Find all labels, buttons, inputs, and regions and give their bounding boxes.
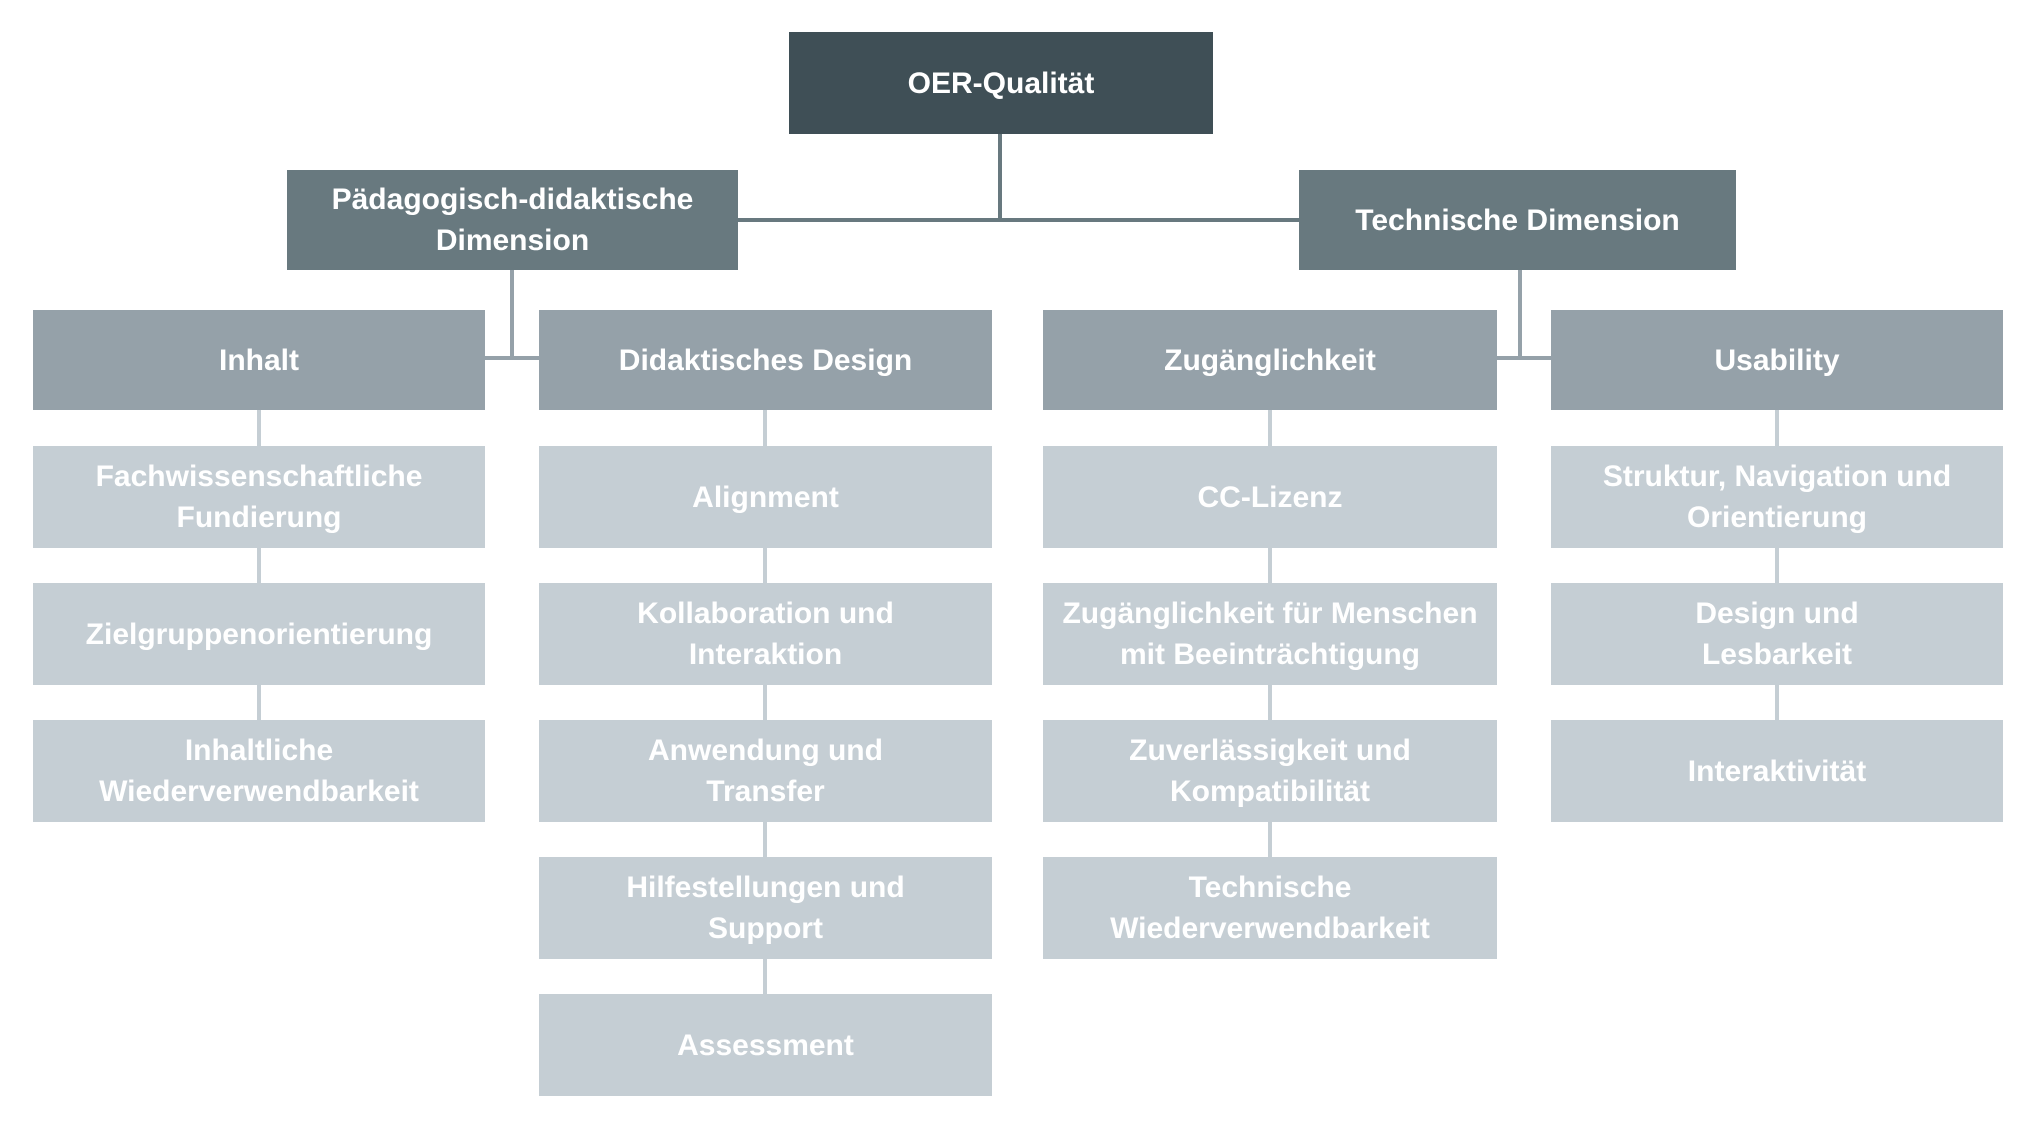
node-technische-dimension: Technische Dimension <box>1299 170 1736 270</box>
node-label: Interaktivität <box>1687 754 1867 788</box>
node-assessment: Assessment <box>539 994 992 1096</box>
node-label: Hilfestellungen und Support <box>626 871 905 945</box>
node-hilfestellungen-und-support: Hilfestellungen und Support <box>539 857 992 959</box>
node-zugaenglichkeit: Zugänglichkeit <box>1043 310 1497 410</box>
node-label: Pädagogisch-didaktische Dimension <box>331 183 694 257</box>
node-alignment: Alignment <box>539 446 992 548</box>
node-technische-wiederverwendbarkeit: Technische Wiederverwendbarkeit <box>1043 857 1497 959</box>
connector-column-didaktisches-design <box>763 410 767 996</box>
connector-technische-drop <box>1518 270 1522 360</box>
node-label: Zuverlässigkeit und Kompatibilität <box>1129 734 1411 808</box>
node-label: CC-Lizenz <box>1197 480 1343 514</box>
node-didaktisches-design: Didaktisches Design <box>539 310 992 410</box>
connector-column-usability <box>1775 410 1779 722</box>
node-oer-qualitaet: OER-Qualität <box>789 32 1213 134</box>
node-label: Inhaltliche Wiederverwendbarkeit <box>99 734 419 808</box>
node-anwendung-und-transfer: Anwendung und Transfer <box>539 720 992 822</box>
node-label: Kollaboration und Interaktion <box>637 597 894 671</box>
connector-column-inhalt <box>257 410 261 722</box>
node-label: Technische Wiederverwendbarkeit <box>1110 871 1430 945</box>
node-label: Struktur, Navigation und Orientierung <box>1602 460 1952 534</box>
connector-technische-branch <box>1497 356 1551 360</box>
node-kollaboration-und-interaktion: Kollaboration und Interaktion <box>539 583 992 685</box>
connector-paedagogisch-drop <box>510 270 514 360</box>
node-fachwissenschaftliche-fundierung: Fachwissenschaftliche Fundierung <box>33 446 485 548</box>
node-design-und-lesbarkeit: Design und Lesbarkeit <box>1551 583 2003 685</box>
node-usability: Usability <box>1551 310 2003 410</box>
node-label: Zugänglichkeit <box>1164 343 1376 377</box>
node-struktur-navigation-und-orientierung: Struktur, Navigation und Orientierung <box>1551 446 2003 548</box>
node-label: Usability <box>1714 343 1840 377</box>
node-label: Zielgruppenorientierung <box>85 617 433 651</box>
node-label: OER-Qualität <box>907 66 1095 100</box>
node-label: Zugänglichkeit für Menschen mit Beeinträ… <box>1062 597 1478 671</box>
node-label: Assessment <box>677 1028 854 1062</box>
connector-root-horizontal <box>738 218 1299 222</box>
node-zuverlaessigkeit-und-kompatibilitaet: Zuverlässigkeit und Kompatibilität <box>1043 720 1497 822</box>
node-zugaenglichkeit-fuer-menschen-mit-beeintraechtigung: Zugänglichkeit für Menschen mit Beeinträ… <box>1043 583 1497 685</box>
node-label: Technische Dimension <box>1355 203 1680 237</box>
node-label: Fachwissenschaftliche Fundierung <box>95 460 423 534</box>
node-label: Alignment <box>692 480 839 514</box>
node-zielgruppenorientierung: Zielgruppenorientierung <box>33 583 485 685</box>
node-cc-lizenz: CC-Lizenz <box>1043 446 1497 548</box>
node-interaktivitaet: Interaktivität <box>1551 720 2003 822</box>
node-inhalt: Inhalt <box>33 310 485 410</box>
node-label: Design und Lesbarkeit <box>1695 597 1859 671</box>
node-inhaltliche-wiederverwendbarkeit: Inhaltliche Wiederverwendbarkeit <box>33 720 485 822</box>
node-paedagogisch-didaktische-dimension: Pädagogisch-didaktische Dimension <box>287 170 738 270</box>
connector-paedagogisch-branch <box>485 356 539 360</box>
connector-root-drop <box>998 134 1002 222</box>
node-label: Anwendung und Transfer <box>648 734 883 808</box>
node-label: Didaktisches Design <box>618 343 913 377</box>
node-label: Inhalt <box>219 343 299 377</box>
